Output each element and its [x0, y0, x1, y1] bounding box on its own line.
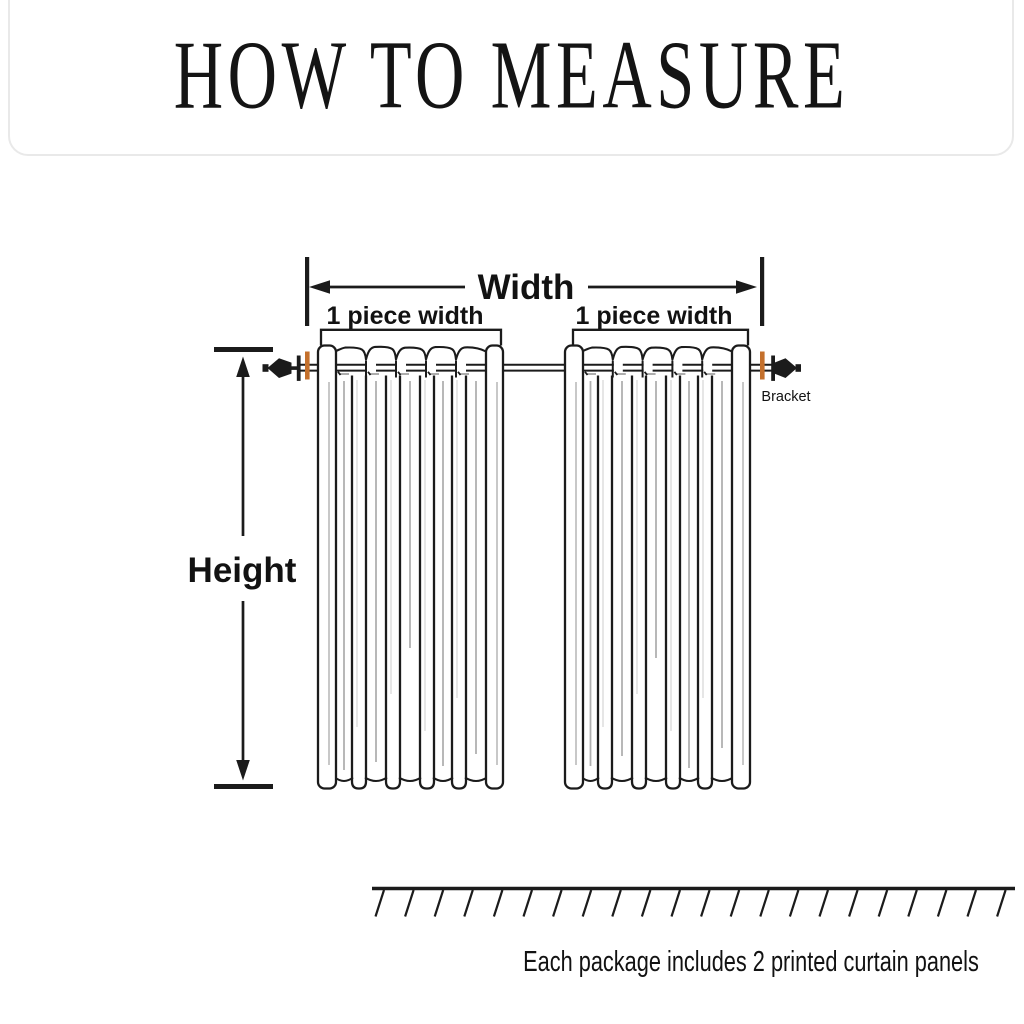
- rod-interrupt: [613, 362, 623, 374]
- rod-interrupt: [397, 362, 406, 374]
- height-arrowhead-up: [236, 356, 250, 377]
- curtain-fold: [450, 375, 468, 790]
- curtain-hem-valley: [432, 776, 454, 782]
- floor-hatch: [670, 889, 682, 917]
- pleat-hook: [337, 371, 342, 376]
- curtain-panels: [316, 344, 752, 790]
- rod-finial-right: [771, 355, 801, 381]
- floor-hatch: [640, 889, 652, 917]
- piece-width-label-left: 1 piece width: [327, 302, 484, 330]
- pleat-hook: [614, 371, 619, 376]
- height-arrowhead-down: [236, 760, 250, 781]
- floor-hatch: [848, 889, 859, 917]
- pleat-hook: [643, 371, 648, 376]
- curtain-hem-valley: [610, 776, 634, 782]
- floor-hatch: [492, 889, 504, 917]
- floor-hatch: [404, 889, 415, 917]
- floor-hatch: [522, 889, 534, 917]
- bracket-marker-left: [305, 351, 310, 380]
- curtain-hem-valley: [644, 776, 668, 782]
- pleat-hook: [584, 371, 589, 376]
- width-dimension: Width: [305, 257, 765, 326]
- piece-width-bracket-right: [571, 328, 750, 346]
- pleat-hook: [367, 371, 372, 376]
- curtain-hem-valley: [334, 776, 354, 782]
- height-dimension: Height: [188, 347, 297, 789]
- curtain-fold: [596, 375, 614, 790]
- bracket-label: Bracket: [761, 389, 810, 405]
- width-arrowhead-right: [736, 280, 757, 294]
- floor-hatch: [966, 889, 978, 917]
- floor-hatch: [996, 889, 1007, 917]
- curtain-hem-valley: [581, 776, 600, 782]
- floor-hatch: [936, 889, 948, 917]
- piece-width-right: 1 piece width: [571, 302, 750, 346]
- curtain-fold: [630, 375, 648, 790]
- floor: [372, 886, 1015, 917]
- page-title-text: HOW TO MEASURE: [174, 22, 850, 130]
- rod-finial-left: [262, 355, 301, 381]
- curtain-fold: [664, 375, 682, 790]
- curtain-edge-fold-left: [316, 344, 338, 790]
- height-label: Height: [188, 551, 297, 590]
- floor-hatch: [463, 889, 474, 917]
- curtain-fold: [418, 375, 436, 790]
- floor-hatch: [700, 889, 711, 917]
- curtain-header-waves: [335, 345, 487, 361]
- curtain-header-fill: [336, 346, 486, 361]
- rod-interrupt: [643, 362, 653, 374]
- page-title: HOW TO MEASURE: [0, 27, 1024, 124]
- floor-hatch: [877, 889, 889, 917]
- curtain-fold: [696, 375, 714, 790]
- rod-interrupt: [367, 362, 376, 374]
- height-terminator-bottom: [214, 784, 273, 789]
- curtain-edge-fold-left: [563, 344, 585, 790]
- pleat-hook: [397, 371, 402, 376]
- curtain-hem-valley: [678, 776, 700, 782]
- pleat-hook: [457, 371, 462, 376]
- floor-hatch: [433, 889, 445, 917]
- curtain-edge-fold-right: [730, 344, 752, 790]
- piece-width-label-right: 1 piece width: [576, 302, 733, 330]
- curtain-hem-valley: [398, 776, 422, 782]
- floor-hatch: [374, 889, 386, 917]
- curtain-edge-fold-right: [484, 344, 505, 790]
- floor-hatch: [552, 889, 563, 917]
- bracket-marker-right: [760, 351, 765, 380]
- rod-interrupt: [703, 362, 713, 374]
- pleat-hook: [703, 371, 708, 376]
- floor-hatch: [788, 889, 800, 917]
- curtain-fold: [350, 375, 368, 790]
- pleat-hook: [427, 371, 432, 376]
- floor-hatch: [818, 889, 830, 917]
- width-terminator-right: [760, 257, 765, 326]
- curtain-hem-valley: [364, 776, 388, 782]
- height-terminator-top: [214, 347, 273, 352]
- curtain-header-fill: [583, 346, 732, 361]
- width-terminator-left: [305, 257, 310, 326]
- curtain-fold: [384, 375, 402, 790]
- floor-hatch: [759, 889, 770, 917]
- pleat-hook: [673, 371, 678, 376]
- curtain-rod: [262, 351, 801, 381]
- title-card: [8, 0, 1014, 156]
- rod-interrupt: [673, 362, 683, 374]
- piece-width-bracket-left: [319, 328, 503, 346]
- floor-hatch: [611, 889, 622, 917]
- curtain-hem-valley: [464, 776, 488, 782]
- curtain-panel-left: [316, 344, 505, 790]
- rod-interrupt: [457, 362, 466, 374]
- curtain-hem-valley: [710, 776, 734, 782]
- curtain-header-waves: [582, 345, 733, 361]
- piece-width-left: 1 piece width: [319, 302, 503, 346]
- curtain-panel-right: [563, 344, 752, 790]
- package-caption: Each package includes 2 printed curtain …: [523, 946, 979, 978]
- rod-interrupt: [427, 362, 436, 374]
- width-label: Width: [478, 268, 575, 307]
- floor-hatch: [729, 889, 741, 917]
- floor-hatch: [907, 889, 918, 917]
- width-arrowhead-left: [309, 280, 330, 294]
- floor-hatch: [581, 889, 593, 917]
